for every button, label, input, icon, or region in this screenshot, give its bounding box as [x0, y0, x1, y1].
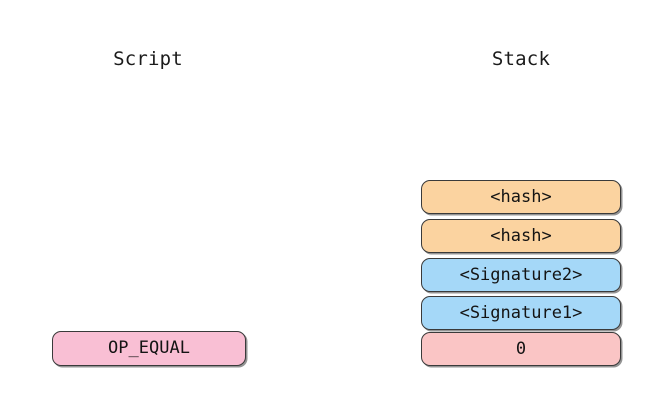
script-column-heading: Script: [113, 48, 183, 70]
stack-column-heading: Stack: [491, 48, 551, 70]
stack-item: <hash>: [421, 180, 621, 214]
stack-item: <hash>: [421, 219, 621, 253]
script-op-box: OP_EQUAL: [52, 331, 246, 366]
stack-item: <Signature1>: [421, 296, 621, 330]
stack-item: 0: [421, 332, 621, 366]
stack-item: <Signature2>: [421, 258, 621, 292]
